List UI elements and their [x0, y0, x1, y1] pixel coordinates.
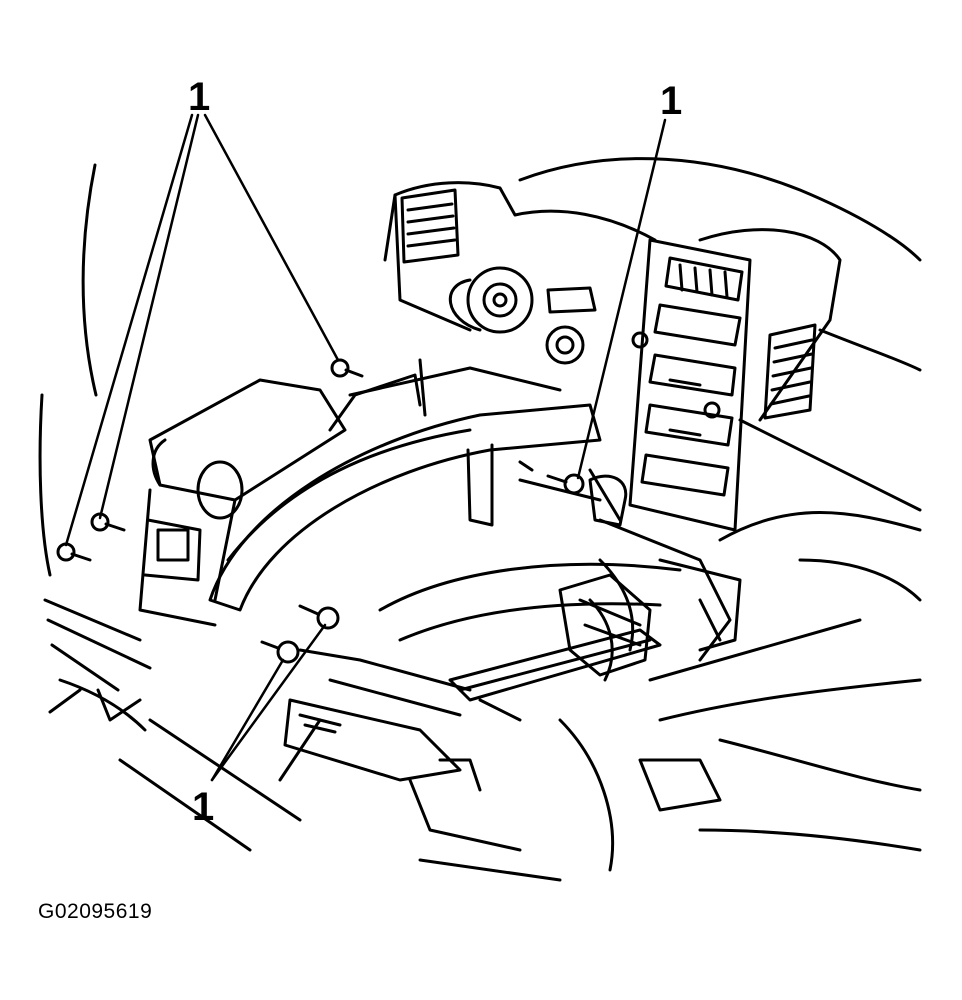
shifter-mechanism [448, 573, 662, 722]
bolt-icon [260, 640, 300, 664]
figure-id: G02095619 [38, 900, 153, 923]
instrument-panel [383, 157, 922, 542]
rear-console-armrest [138, 373, 422, 627]
bolt-icon [90, 512, 126, 532]
bolt-icon [298, 604, 340, 630]
steering-column [448, 266, 597, 365]
bolt-icon [56, 542, 92, 562]
bolt-fasteners [56, 358, 585, 664]
left-air-vent [400, 188, 460, 264]
callout-label-bottom: 1 [192, 785, 214, 829]
callout-label-top-right: 1 [660, 79, 682, 123]
door-edge-lines [38, 163, 302, 852]
floor-tunnel [378, 468, 922, 882]
callout-leader-lines [64, 113, 667, 782]
bolt-icon [330, 358, 364, 378]
right-air-vent [763, 323, 817, 420]
callout-label-top-left: 1 [188, 75, 210, 119]
center-stack [628, 238, 752, 532]
console-bracket-arch [208, 358, 602, 612]
bolt-icon [518, 460, 585, 495]
front-console-bracket [588, 474, 742, 652]
lower-console-bracket [278, 648, 522, 852]
